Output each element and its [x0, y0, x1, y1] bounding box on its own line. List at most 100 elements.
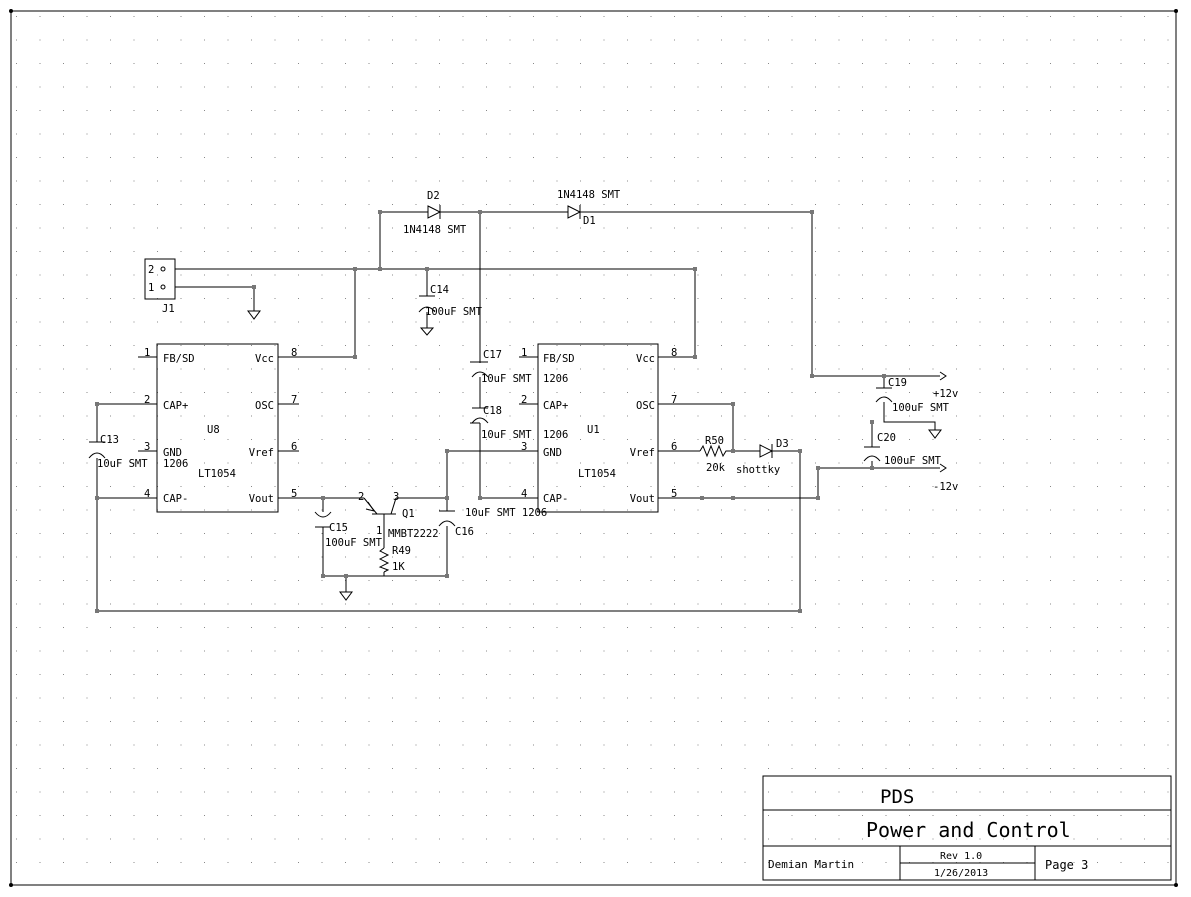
- svg-text:C15: C15: [329, 522, 348, 534]
- svg-text:6: 6: [291, 441, 297, 453]
- svg-text:1: 1: [521, 347, 527, 359]
- svg-text:100uF SMT: 100uF SMT: [892, 402, 950, 414]
- d1-ref: D1: [583, 215, 596, 227]
- svg-text:FB/SD: FB/SD: [543, 353, 575, 365]
- ic-u1: 1 2 3 4 FB/SD CAP+ GND CAP- 8 7 6 5 Vcc …: [519, 343, 678, 513]
- resistor-r49: R49 1K: [378, 545, 411, 573]
- title-block: PDS Power and Control Demian Martin Rev …: [762, 775, 1172, 881]
- d3-ref: D3: [776, 438, 789, 450]
- capacitor-c18: C18 10uF SMT 1206: [471, 405, 568, 441]
- diode-d2: D2 1N4148 SMT: [403, 190, 467, 236]
- transistor-q1: 2 3 1 Q1 MMBT2222: [358, 491, 439, 540]
- svg-text:CAP+: CAP+: [543, 400, 568, 412]
- capacitor-c14: C14 100uF SMT: [418, 284, 483, 318]
- diode-d1: 1N4148 SMT D1: [557, 189, 621, 227]
- svg-text:5: 5: [291, 488, 297, 500]
- svg-text:-12v: -12v: [933, 481, 958, 493]
- svg-text:3: 3: [521, 441, 527, 453]
- resistor-r50: R50 20k: [699, 435, 728, 474]
- svg-text:5: 5: [671, 488, 677, 500]
- svg-text:2: 2: [521, 394, 527, 406]
- svg-text:20k: 20k: [706, 462, 726, 474]
- u8-part: LT1054: [198, 468, 236, 480]
- svg-text:1: 1: [144, 347, 150, 359]
- svg-text:C19: C19: [888, 377, 907, 389]
- junctions: [95, 210, 886, 613]
- d1-value: 1N4148 SMT: [557, 189, 621, 201]
- capacitor-c13: C13 10uF SMT 1206: [88, 434, 188, 470]
- svg-text:CAP-: CAP-: [163, 493, 188, 505]
- svg-text:Vref: Vref: [249, 447, 274, 459]
- svg-text:GND: GND: [163, 447, 182, 459]
- j1-pin2-label: 2: [148, 264, 154, 276]
- svg-text:CAP-: CAP-: [543, 493, 568, 505]
- tb-rev: Rev 1.0: [940, 851, 982, 862]
- svg-text:+12v: +12v: [933, 388, 958, 400]
- svg-text:3: 3: [144, 441, 150, 453]
- net-label-neg: -12v: [933, 463, 958, 493]
- svg-text:GND: GND: [543, 447, 562, 459]
- d2-ref: D2: [427, 190, 440, 202]
- svg-text:8: 8: [291, 347, 297, 359]
- u1-ref: U1: [587, 424, 600, 436]
- svg-text:C14: C14: [430, 284, 449, 296]
- svg-text:4: 4: [521, 488, 527, 500]
- svg-text:Vout: Vout: [630, 493, 655, 505]
- ground-symbols: [247, 310, 942, 601]
- capacitor-c15: C15 100uF SMT: [314, 511, 383, 549]
- u1-part: LT1054: [578, 468, 616, 480]
- svg-text:1206: 1206: [543, 373, 568, 385]
- svg-text:100uF SMT: 100uF SMT: [425, 306, 483, 318]
- d2-value: 1N4148 SMT: [403, 224, 467, 236]
- capacitor-c20: C20 100uF SMT: [863, 432, 942, 467]
- svg-text:Vcc: Vcc: [255, 353, 274, 365]
- svg-text:OSC: OSC: [255, 400, 274, 412]
- svg-text:C18: C18: [483, 405, 502, 417]
- tb-title: Power and Control: [866, 818, 1071, 842]
- svg-text:CAP+: CAP+: [163, 400, 188, 412]
- diode-d3: D3 shottky: [736, 438, 789, 476]
- svg-text:10uF SMT: 10uF SMT: [481, 373, 532, 385]
- capacitor-c17: C17 10uF SMT 1206: [471, 349, 568, 385]
- connector-j1: 2 1 J1: [144, 258, 176, 315]
- svg-text:R49: R49: [392, 545, 411, 557]
- svg-text:3: 3: [393, 491, 399, 503]
- svg-text:2: 2: [144, 394, 150, 406]
- sheet-border: [10, 10, 1177, 886]
- svg-text:7: 7: [671, 394, 677, 406]
- tb-date: 1/26/2013: [934, 868, 988, 879]
- u8-ref: U8: [207, 424, 220, 436]
- svg-text:1K: 1K: [392, 561, 405, 573]
- svg-text:R50: R50: [705, 435, 724, 447]
- wires: [96, 211, 940, 612]
- svg-text:Q1: Q1: [402, 508, 415, 520]
- svg-text:Vout: Vout: [249, 493, 274, 505]
- capacitor-c16: C16 10uF SMT 1206: [438, 507, 547, 538]
- svg-text:100uF SMT: 100uF SMT: [325, 537, 383, 549]
- svg-text:8: 8: [671, 347, 677, 359]
- svg-text:C17: C17: [483, 349, 502, 361]
- svg-text:2: 2: [358, 491, 364, 503]
- d3-value: shottky: [736, 464, 780, 476]
- j1-ref: J1: [162, 303, 175, 315]
- j1-pin1-label: 1: [148, 282, 154, 294]
- svg-text:FB/SD: FB/SD: [163, 353, 195, 365]
- net-label-pos: +12v: [933, 371, 958, 400]
- tb-author: Demian Martin: [768, 858, 854, 871]
- svg-text:10uF SMT: 10uF SMT: [481, 429, 532, 441]
- svg-text:10uF SMT: 10uF SMT: [97, 458, 148, 470]
- svg-text:Vref: Vref: [630, 447, 655, 459]
- svg-text:MMBT2222: MMBT2222: [388, 528, 439, 540]
- svg-text:1206: 1206: [163, 458, 188, 470]
- ic-u8: 1 2 3 4 FB/SD CAP+ GND CAP- 8 7 6 5 Vcc …: [138, 343, 299, 513]
- svg-text:OSC: OSC: [636, 400, 655, 412]
- tb-page: Page 3: [1045, 858, 1088, 872]
- svg-text:7: 7: [291, 394, 297, 406]
- svg-text:6: 6: [671, 441, 677, 453]
- svg-text:C20: C20: [877, 432, 896, 444]
- svg-text:100uF SMT: 100uF SMT: [884, 455, 942, 467]
- svg-text:1206: 1206: [543, 429, 568, 441]
- svg-text:4: 4: [144, 488, 150, 500]
- svg-text:C16: C16: [455, 526, 474, 538]
